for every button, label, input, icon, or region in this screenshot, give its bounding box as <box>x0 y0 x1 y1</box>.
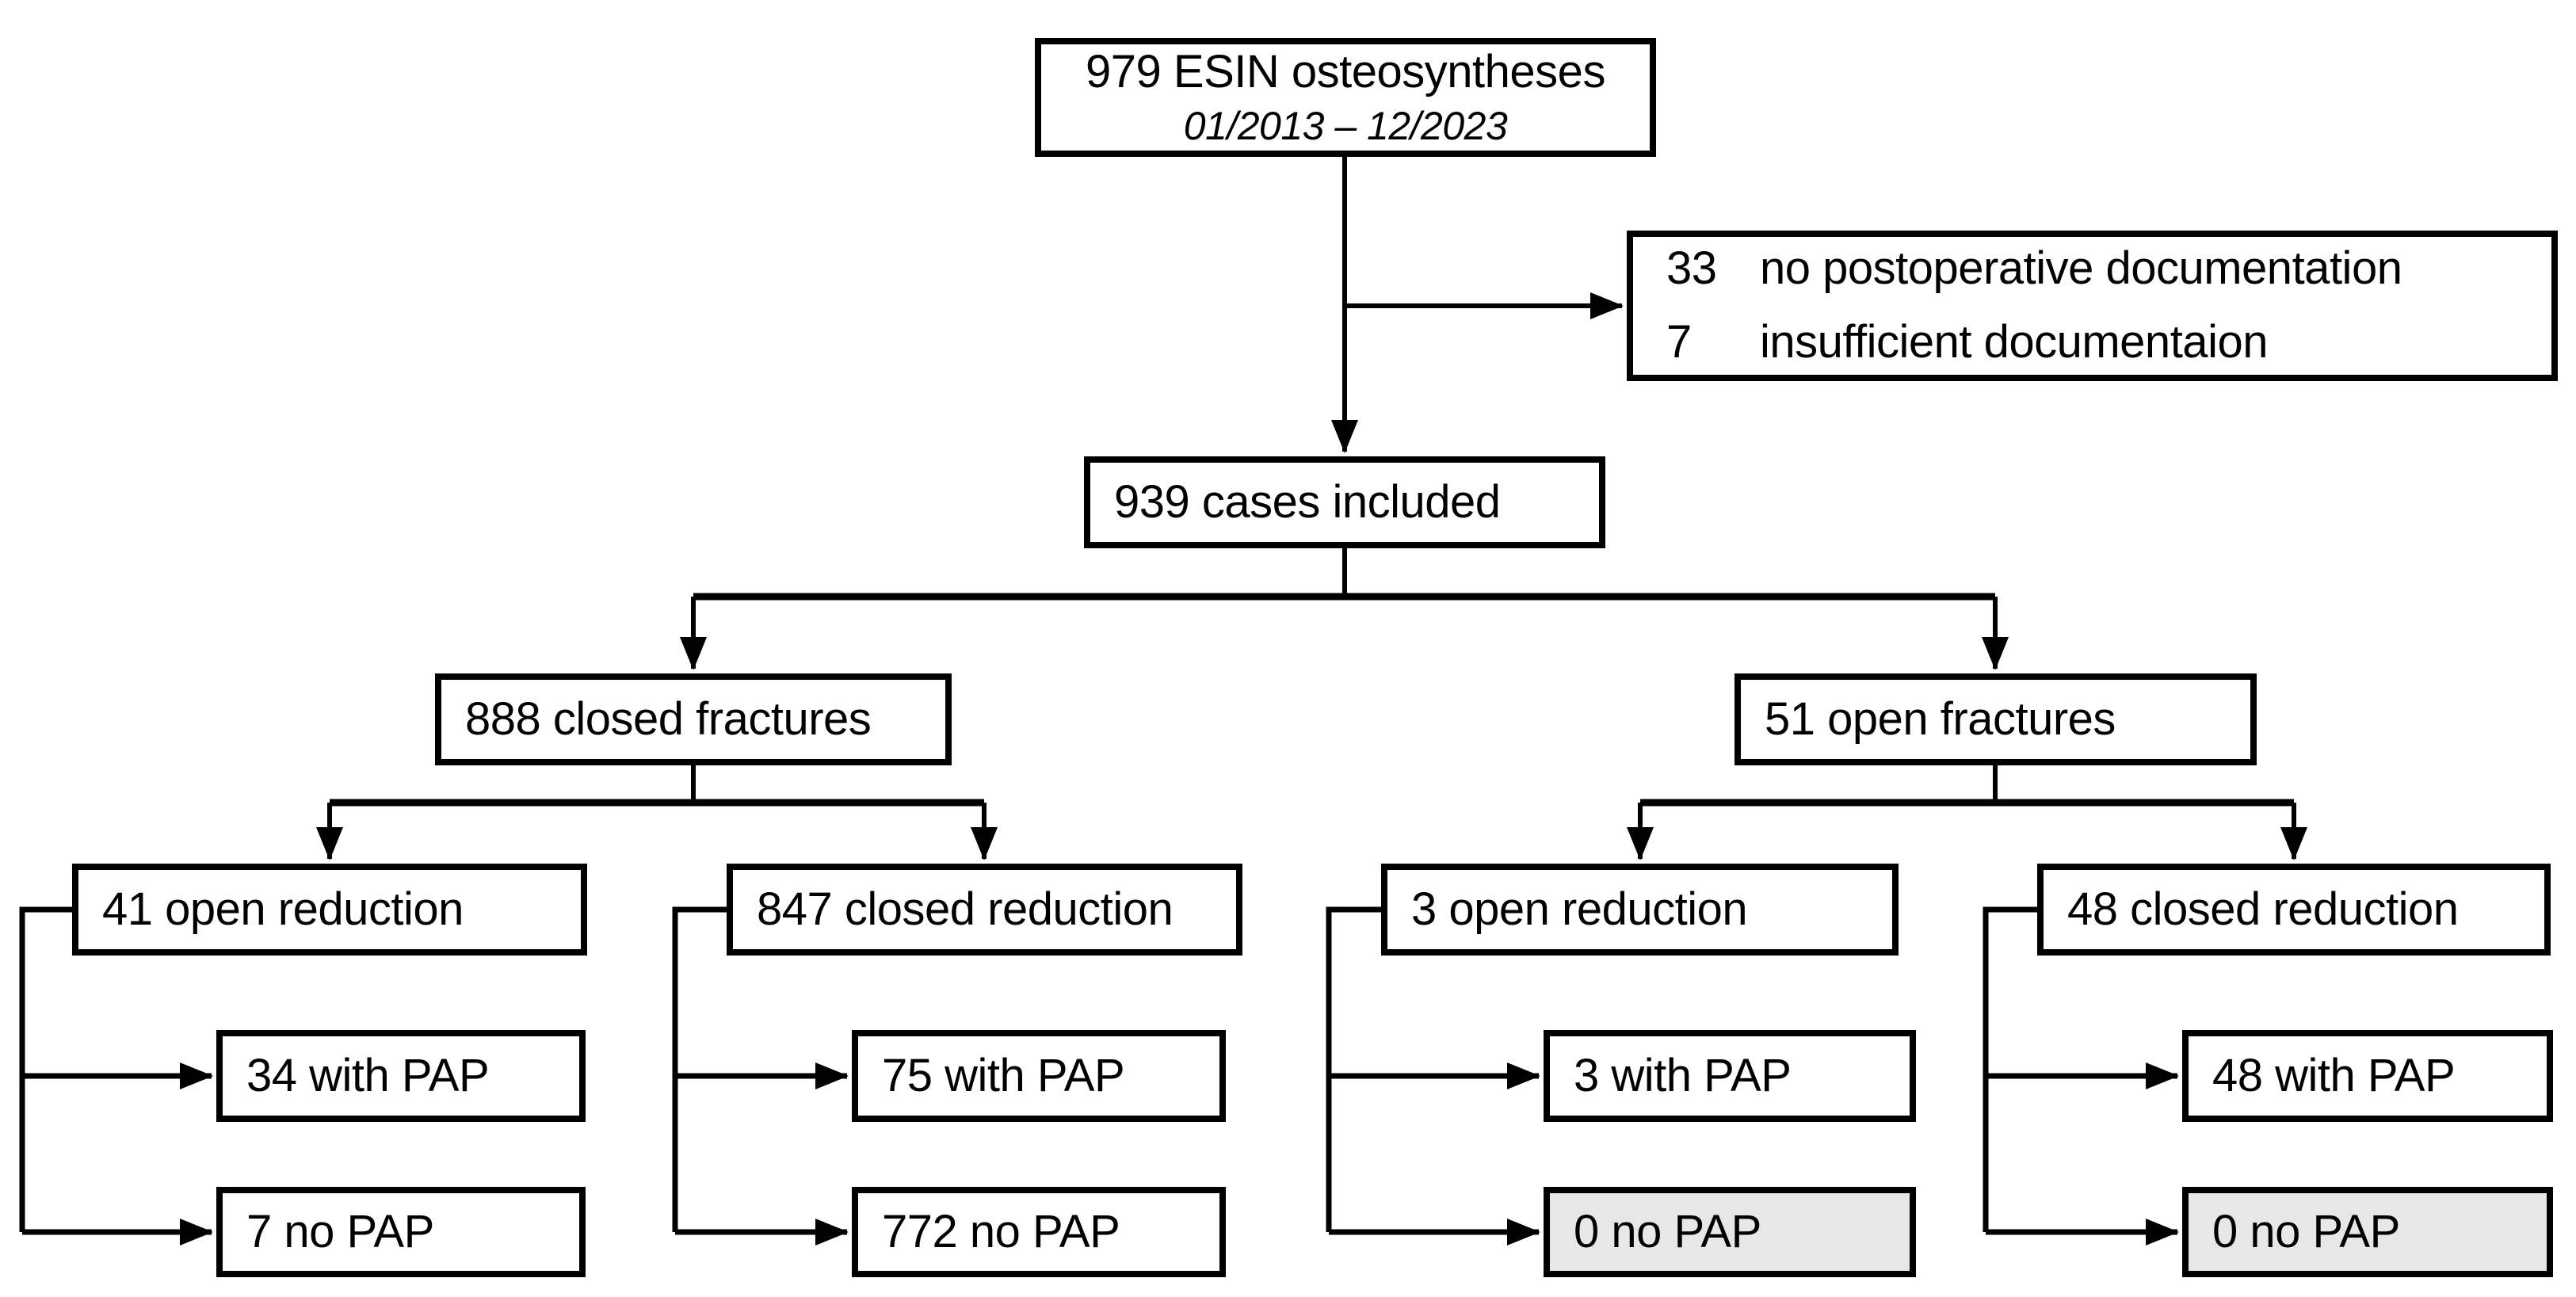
with-pap-label-0: 34 with PAP <box>246 1049 490 1101</box>
excluded-label-2: insufficient documentaion <box>1760 316 2268 368</box>
no-pap-label-1: 772 no PAP <box>882 1205 1120 1257</box>
root-title: 979 ESIN osteosyntheses <box>1086 45 1605 97</box>
excluded-count-1: 33 <box>1666 242 1717 295</box>
no-pap-label-2: 0 no PAP <box>1574 1205 1761 1257</box>
excluded-rows: 33 no postoperative documentation 7 insu… <box>1666 242 2402 368</box>
with-pap-label-2: 3 with PAP <box>1574 1049 1792 1101</box>
excluded-label-1: no postoperative documentation <box>1760 242 2402 295</box>
reduction-box-0: 41 open reduction <box>72 864 587 956</box>
with-pap-box-3: 48 with PAP <box>2182 1030 2553 1122</box>
reduction-label-2: 3 open reduction <box>1411 883 1748 935</box>
elbow-group-1 <box>19 906 72 1232</box>
no-pap-box-1: 772 no PAP <box>852 1187 1226 1277</box>
excluded-count-2: 7 <box>1666 316 1692 368</box>
reduction-box-3: 48 closed reduction <box>2037 864 2551 956</box>
with-pap-label-3: 48 with PAP <box>2212 1049 2456 1101</box>
elbow-group-2 <box>672 906 727 1232</box>
with-pap-box-2: 3 with PAP <box>1544 1030 1916 1122</box>
no-pap-label-3: 0 no PAP <box>2212 1205 2400 1257</box>
node-excluded-box: 33 no postoperative documentation 7 insu… <box>1627 231 2558 381</box>
with-pap-box-1: 75 with PAP <box>852 1030 1226 1122</box>
closed-fractures-label: 888 closed fractures <box>465 692 872 745</box>
with-pap-label-1: 75 with PAP <box>882 1049 1125 1101</box>
no-pap-label-0: 7 no PAP <box>246 1205 434 1257</box>
no-pap-box-2: 0 no PAP <box>1544 1187 1916 1277</box>
node-root-box: 979 ESIN osteosyntheses 01/2013 – 12/202… <box>1035 38 1656 157</box>
root-date-range: 01/2013 – 12/2023 <box>1183 103 1508 148</box>
reduction-box-1: 847 closed reduction <box>727 864 1242 956</box>
no-pap-box-3: 0 no PAP <box>2182 1187 2553 1277</box>
elbow-group-3 <box>1326 906 1381 1232</box>
node-closed-fractures-box: 888 closed fractures <box>435 673 952 765</box>
node-included-box: 939 cases included <box>1084 456 1605 548</box>
reduction-label-0: 41 open reduction <box>102 883 464 935</box>
node-open-fractures-box: 51 open fractures <box>1735 673 2257 765</box>
open-fractures-label: 51 open fractures <box>1765 692 2116 745</box>
reduction-label-3: 48 closed reduction <box>2067 883 2459 935</box>
elbow-group-4 <box>1983 906 2037 1232</box>
included-label: 939 cases included <box>1114 475 1501 528</box>
reduction-box-2: 3 open reduction <box>1381 864 1899 956</box>
no-pap-box-0: 7 no PAP <box>216 1187 586 1277</box>
reduction-label-1: 847 closed reduction <box>757 883 1174 935</box>
with-pap-box-0: 34 with PAP <box>216 1030 586 1122</box>
